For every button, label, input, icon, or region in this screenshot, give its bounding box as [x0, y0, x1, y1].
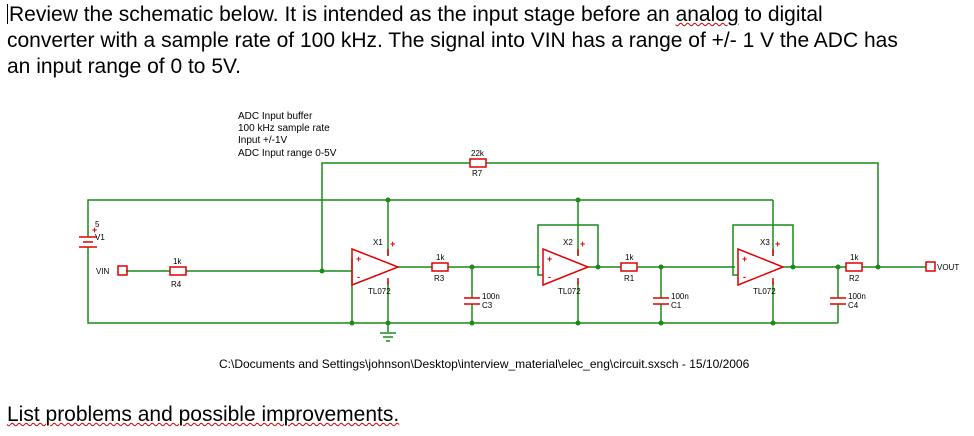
node-dot: [575, 197, 581, 203]
note-line-1: ADC Input buffer: [238, 111, 313, 122]
question-text: List problems and possible improvements.: [7, 402, 399, 428]
resistor-r2[interactable]: [845, 262, 863, 272]
wire-supply-rail: [87, 199, 773, 237]
wires: [87, 162, 926, 342]
r2-value: 1k: [850, 253, 859, 262]
intro-line-1-start: Review the schematic below. It is intend…: [9, 3, 676, 26]
resistor-r3[interactable]: [431, 262, 449, 272]
node-dot: [385, 197, 391, 203]
voltage-source-v1[interactable]: [79, 236, 97, 248]
intro-line-3: an input range of 0 to 5V.: [7, 55, 241, 78]
r2-ref: R2: [849, 274, 860, 283]
capacitor-c3[interactable]: [464, 297, 480, 305]
x3-part: TL072: [753, 287, 776, 296]
node-dot: [319, 268, 325, 274]
v1-ref: V1: [95, 233, 105, 242]
misspelled-word-analog[interactable]: analog: [675, 3, 739, 26]
resistor-r1[interactable]: [620, 262, 638, 272]
r4-ref: R4: [171, 280, 182, 289]
r3-ref: R3: [434, 274, 445, 283]
c3-ref: C3: [482, 301, 493, 310]
opamp-x3[interactable]: [737, 247, 786, 287]
capacitor-c4[interactable]: [830, 297, 846, 305]
wire-r7-right: [486, 162, 879, 267]
node-dot: [469, 264, 475, 270]
r7-value: 22k: [471, 149, 485, 158]
resistor-r7[interactable]: [469, 158, 487, 168]
node-dot: [575, 320, 581, 326]
intro-line-2: converter with a sample rate of 100 kHz.…: [7, 29, 898, 52]
node-dot: [835, 264, 841, 270]
x3-plus-sign: +: [742, 254, 747, 264]
c1-ref: C1: [671, 301, 682, 310]
x3-ref: X3: [760, 238, 770, 247]
intro-line-1: Review the schematic below. It is intend…: [7, 2, 969, 28]
node-dot: [469, 320, 475, 326]
note-line-4: ADC Input range 0-5V: [238, 148, 337, 159]
node-dot: [658, 320, 664, 326]
v1-plus-sign: +: [92, 225, 97, 235]
node-dot: [595, 264, 601, 270]
intro-paragraph: Review the schematic below. It is intend…: [7, 2, 969, 80]
node-dot: [349, 320, 355, 326]
v1-value: 5: [95, 220, 100, 229]
resistor-r4[interactable]: [169, 266, 187, 276]
x1-part: TL072: [368, 287, 391, 296]
x2-ref: X2: [563, 238, 573, 247]
wire-r7-left: [321, 162, 470, 271]
x1-ref: X1: [373, 238, 383, 247]
components: [79, 158, 936, 305]
text-cursor: [7, 4, 8, 24]
r4-value: 1k: [173, 257, 182, 266]
node-dot: [790, 264, 796, 270]
x3-vplus-sign: +: [775, 239, 780, 249]
c1-value: 100n: [671, 292, 689, 301]
vin-label: VIN: [96, 267, 110, 276]
vin-port[interactable]: [117, 265, 128, 276]
opamp-x1[interactable]: [351, 247, 401, 287]
x1-minus-sign: -: [357, 272, 360, 282]
x3-minus-sign: -: [743, 272, 746, 282]
node-dot: [770, 320, 776, 326]
wire-ground-rail: [87, 247, 838, 324]
vout-port[interactable]: [925, 261, 936, 272]
note-line-2: 100 kHz sample rate: [238, 123, 330, 134]
c3-value: 100n: [482, 292, 500, 301]
c4-ref: C4: [848, 301, 859, 310]
question-label: List problems and possible improvements.: [7, 403, 400, 426]
r3-value: 1k: [436, 253, 445, 262]
opamp-x2[interactable]: [542, 247, 591, 287]
c4-value: 100n: [848, 292, 866, 301]
x2-vplus-sign: +: [580, 239, 585, 249]
note-line-3: Input +/-1V: [238, 135, 288, 146]
capacitor-c1[interactable]: [653, 297, 669, 305]
x2-plus-sign: +: [547, 254, 552, 264]
r1-value: 1k: [625, 253, 634, 262]
vout-label: VOUT: [937, 263, 959, 272]
r7-ref: R7: [472, 169, 483, 178]
node-dot: [875, 264, 881, 270]
r1-ref: R1: [624, 274, 635, 283]
x2-part: TL072: [558, 287, 581, 296]
x1-plus-sign: +: [356, 254, 361, 264]
x2-minus-sign: -: [548, 272, 551, 282]
node-dot: [385, 320, 391, 326]
schematic-file-path: C:\Documents and Settings\johnson\Deskto…: [219, 357, 750, 371]
junction-dots: [319, 197, 881, 326]
x1-vplus-sign: +: [390, 239, 395, 249]
node-dot: [658, 264, 664, 270]
intro-line-1-end: to digital: [738, 3, 823, 26]
